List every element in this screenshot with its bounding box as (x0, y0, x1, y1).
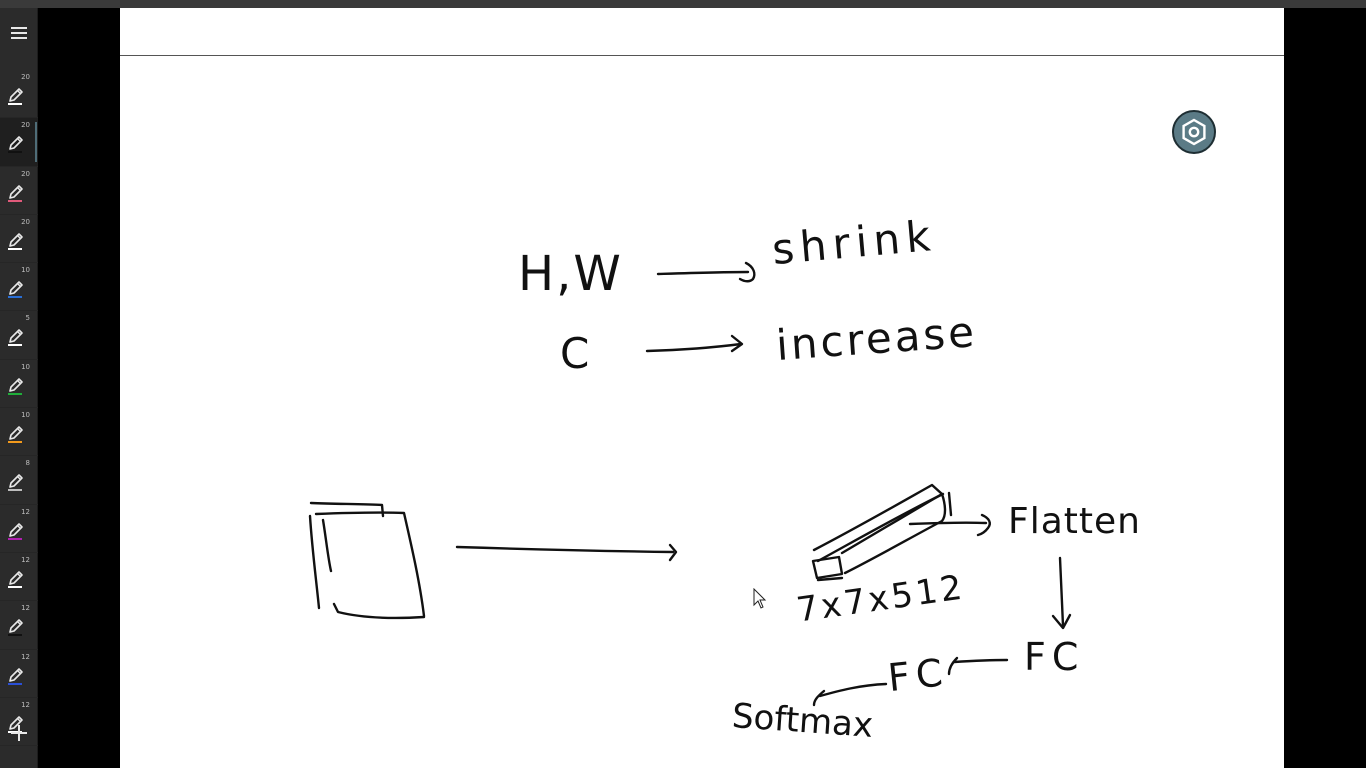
menu-button[interactable] (0, 18, 38, 48)
label-softmax: Softmax (730, 696, 875, 746)
label-flatten: Flatten (1008, 501, 1141, 542)
pen-size-label: 12 (21, 652, 30, 661)
pen-tool[interactable]: 10 (0, 360, 38, 409)
pen-icon (9, 329, 23, 344)
pen-tool[interactable]: 10 (0, 263, 38, 312)
pen-size-label: 5 (25, 314, 30, 323)
label-hw: H,W (518, 246, 623, 302)
pen-icon (9, 136, 23, 151)
pen-icon (9, 571, 23, 585)
pen-tool[interactable]: 12 (0, 553, 38, 602)
whiteboard-page[interactable]: H,W shrink C increase Flatten 7x7x512 FC… (120, 8, 1284, 768)
pen-icon (9, 233, 23, 247)
left-letterbox (38, 8, 120, 768)
pen-icon (9, 619, 23, 634)
arrow-image-to-features (455, 543, 678, 562)
arrow-hw-shrink (656, 261, 756, 283)
arrow-to-flatten (908, 513, 991, 537)
pen-size-label: 10 (21, 362, 30, 371)
pen-icon (9, 426, 23, 440)
pen-tool[interactable]: 20 (0, 118, 38, 167)
pen-icon (9, 281, 23, 295)
pen-color-swatch (8, 730, 22, 733)
page-header (120, 8, 1284, 56)
pen-size-label: 12 (21, 555, 30, 564)
pen-color-swatch (8, 344, 22, 347)
pen-size-label: 12 (21, 700, 30, 709)
pen-color-swatch (8, 151, 22, 154)
label-fc-left: FC (885, 649, 951, 701)
pen-icon (9, 522, 23, 537)
add-pen-button[interactable] (0, 720, 38, 746)
pen-color-swatch (8, 537, 22, 540)
pen-icon (9, 184, 23, 199)
pen-tool[interactable]: 12 (0, 505, 38, 553)
pen-size-label: 12 (21, 604, 30, 613)
arrow-fc-to-fc (947, 656, 1009, 676)
arrow-fc-to-softmax (812, 682, 888, 707)
pen-size-label: 20 (21, 169, 30, 178)
pen-tool[interactable]: 5 (0, 311, 38, 360)
pen-icon (9, 667, 23, 682)
feature-bar-sketch (811, 483, 953, 582)
arrow-flatten-down (1051, 556, 1072, 630)
pen-size-label: 10 (21, 266, 30, 275)
pen-tool[interactable]: 20 (0, 167, 38, 215)
drawing-canvas[interactable] (120, 8, 1284, 768)
pen-icon (9, 377, 23, 392)
pen-toolbar: 20 20 20 20 10 5 10 10 8 12 12 12 12 12 (0, 8, 38, 768)
pen-icon (9, 474, 23, 489)
hamburger-icon (11, 27, 27, 39)
pen-tool[interactable]: 12 (0, 601, 38, 650)
pen-size-label: 12 (21, 507, 30, 516)
pen-icon (9, 88, 23, 102)
pen-tool[interactable]: 20 (0, 215, 38, 264)
page-header-divider (120, 55, 1284, 56)
pen-color-swatch (8, 103, 22, 105)
label-fc-right: FC (1024, 635, 1085, 679)
right-letterbox (1284, 8, 1366, 768)
label-c: C (560, 329, 590, 378)
pen-color-swatch (8, 296, 22, 299)
window-top-strip (0, 0, 1366, 8)
pen-tool[interactable]: 8 (0, 456, 38, 505)
plus-icon (11, 725, 27, 741)
mouse-pointer-icon (753, 588, 767, 609)
hexagon-settings-icon (1182, 118, 1206, 146)
pen-size-label: 20 (21, 121, 30, 130)
pen-color-swatch (8, 247, 22, 250)
pen-size-label: 20 (21, 73, 30, 81)
arrow-c-increase (645, 334, 744, 353)
pen-tool[interactable]: 20 (0, 70, 38, 119)
pen-size-label: 20 (21, 217, 30, 226)
pen-size-label: 8 (25, 459, 30, 468)
pen-color-swatch (8, 585, 22, 588)
pen-color-swatch (8, 199, 22, 202)
pen-icon (9, 716, 23, 730)
input-image-sketch (308, 501, 426, 620)
pen-tool[interactable]: 12 (0, 698, 38, 747)
pen-color-swatch (8, 489, 22, 492)
settings-button[interactable] (1172, 110, 1216, 154)
pen-list: 20 20 20 20 10 5 10 10 8 12 12 12 12 12 (0, 70, 38, 747)
pen-tool[interactable]: 12 (0, 650, 38, 698)
pen-color-swatch (8, 634, 22, 637)
pen-color-swatch (8, 441, 22, 444)
pen-color-swatch (8, 392, 22, 395)
pen-color-swatch (8, 682, 22, 685)
pen-size-label: 10 (21, 411, 30, 420)
pen-tool[interactable]: 10 (0, 408, 38, 457)
